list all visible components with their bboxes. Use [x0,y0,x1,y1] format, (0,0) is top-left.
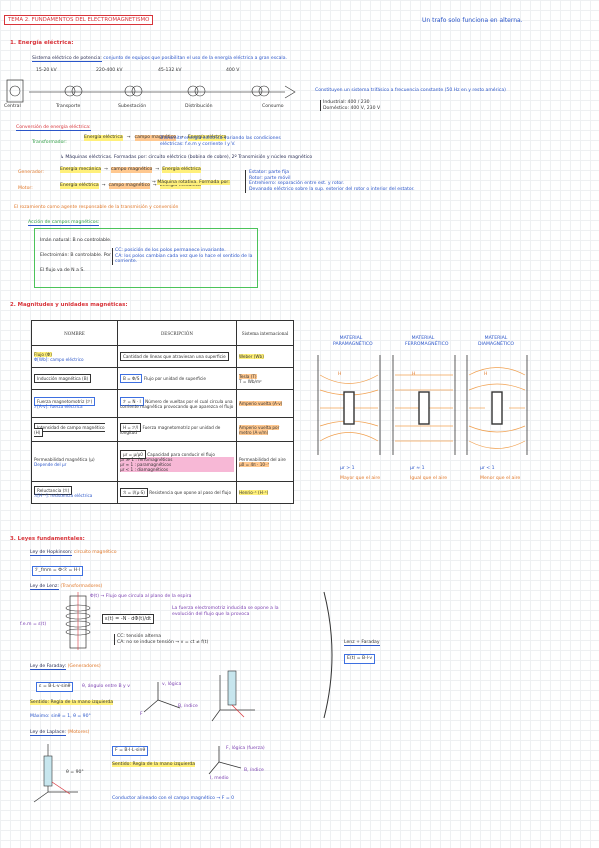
acc-iman: Imán natural: B no controlable. [40,238,112,243]
material-caption: μr > 1 [340,466,355,471]
faraday-formula: ε = B·L·v·sinθ [36,682,74,692]
stage-label: Distribución [185,104,213,109]
motor-label: Motor: [18,186,33,191]
acc-title: Acción de campos magnéticos: [28,220,100,226]
conversion-title: Conversión de energía eléctrica: [16,125,91,131]
laplace-axis: I, medio [210,776,229,781]
laplace-sentido: Sentido: Regla de la mano izquierda [112,762,196,767]
stage-tag: 15-20 kV [36,68,57,73]
topic-title: TEMA 2. FUNDAMENTOS DEL ELECTROMAGNETISM… [4,15,154,25]
rotativa-parts: Estator: parte fija Rotor: parte móvil E… [245,170,415,193]
trafo-chain: Energía eléctrica→ campo magnético→ Ener… [84,135,227,141]
magnitudes-table: NOMBRE DESCRIPCIÓN Sistema internacional… [31,320,294,504]
material-caption: μr < 1 [480,466,495,471]
stage-label: Subestación [118,104,147,109]
material-title: MATERIAL FERROMAGNÉTICO [405,336,449,347]
field-label: H [338,372,342,377]
generador-label: Generador: [18,170,44,175]
system-note: Constituyen un sistema trifásico a frecu… [315,88,506,93]
motor-chain: Energía eléctrica→ campo magnético→ Ener… [60,183,201,189]
faraday-title: Ley de Faraday: (Generadores) [30,664,101,670]
trafo-desc: Transmite energía eléctrica variando las… [160,136,281,147]
material-note: Menor que el aire [480,476,521,481]
stage-label: Central [4,104,21,109]
conductor-icon [210,665,260,725]
table-row: Inducción magnética (B) B = Φ/S Flujo po… [31,367,294,390]
faraday-axis: F [140,712,143,717]
hopkinson-title: Ley de Hopkinson: circuito magnético [30,550,117,556]
lenz-flux: Φ(t) → Flujo que circula al plano de la … [90,594,192,599]
laplace-conductor: Conductor alineado con el campo magnétic… [112,796,235,801]
brace-icon [322,590,342,720]
sep-definition: Sistema eléctrico de potencia: conjunto … [32,56,287,62]
laplace-formula: F = B·I·L·sinθ [112,746,149,756]
laplace-axis: B, índice [244,768,264,773]
acc-flux: El flujo va de N a S. [40,268,85,273]
lenz-formula: ε(t) = -N · dΦ(t)/dt [102,614,155,625]
stage-label: Transporte [56,104,81,109]
laplace-title: Ley de Laplace: (Motores) [30,730,90,736]
lenz-emf-label: f.e.m = ε(t) [20,622,47,627]
acc-electro: Electroimán: B controlable. Por [40,253,112,258]
table-row: Reluctancia (ℛ)ℛ[H⁻¹]: resistencia eléct… [31,481,294,504]
stage-tag: 400 V [226,68,240,73]
acc-box [34,228,258,288]
laplace-diagram [30,742,80,804]
faraday-sentido: Sentido: Regla de la mano izquierda [30,700,114,705]
table-row: Permeabilidad magnética (μ)Depende del μ… [31,441,294,482]
col-header: NOMBRE [31,320,118,346]
table-row: Fuerza magnetomotriz (ℱ)ℱ[A·v]: fuerza e… [31,389,294,418]
field-label: H [484,372,488,377]
laplace-theta: θ = 90° [66,770,84,775]
material-title: MATERIAL DIAMAGNÉTICO [478,336,514,347]
section-3-title: 3. Leyes fundamentales: [10,536,85,542]
lenz-right: La fuerza electromotriz inducida se opon… [172,606,279,617]
hopkinson-formula: ℱ_fmm = Φ·ℛ = H·l [32,566,83,576]
laplace-axis: F, lógica (fuerza) [226,746,265,751]
col-header: Sistema internacional [236,320,294,346]
material-note: Igual que el aire [410,476,448,481]
faraday-axis: v, lógica [162,682,182,687]
material-note: Mayor que el aire [340,476,381,481]
maquinas-desc: ↳ Máquinas eléctricas. Formadas por: cir… [60,155,313,160]
table-row: Flujo (Φ)Φ[Wb]: campo eléctrico Cantidad… [31,345,294,368]
stage-tag: 220-400 kV [96,68,123,73]
faraday-axes-icon [140,680,190,720]
col-header: DESCRIPCIÓN [116,320,238,346]
header-note: Un trafo solo funciona en alterna. [422,17,523,24]
lenz-title: Ley de Lenz: (Transformadores) [30,584,103,590]
lenz-faraday-title: Lenz + Faraday [344,640,380,646]
voltage-list: Industrial: 400 / 230 Doméstico: 400 V, … [320,100,380,112]
footnote: El rozamiento como agente responsable de… [14,205,179,210]
laplace-axes-icon [205,744,245,780]
coil-icon [58,592,98,652]
power-system-diagram [5,68,305,116]
stage-label: Consumo [262,104,284,109]
table-row: Intensidad de campo magnético (H) H = ℱ/… [31,417,294,442]
trafo-label: Transformador: [32,140,67,145]
faraday-max: Máximo: sinθ = 1, θ = 90° [30,714,91,719]
section-1-title: 1. Energía eléctrica: [10,40,74,46]
generador-chain: Energía mecánica→ campo magnético→ Energ… [60,167,201,173]
field-label: H [412,372,416,377]
maquina-rotativa: → Máquina rotativa. Formada por: [152,180,230,185]
stage-tag: 45-132 kV [158,68,182,73]
acc-cc-ca: CC: posición de los polos permanece inva… [112,248,255,266]
lenz-faraday-formula: E(t) = B·l·v [344,654,376,664]
material-title: MATERIAL PARAMAGNÉTICO [333,336,373,347]
materials-diagram [315,330,530,490]
faraday-angle: θ, ángulo entre B y v [82,684,130,689]
section-2-title: 2. Magnitudes y unidades magnéticas: [10,302,128,308]
lenz-cc-ca: CC: tensión alterna CA: no se induce ten… [114,634,208,646]
faraday-axis: B, índice [178,704,198,709]
material-caption: μr ≈ 1 [410,466,425,471]
